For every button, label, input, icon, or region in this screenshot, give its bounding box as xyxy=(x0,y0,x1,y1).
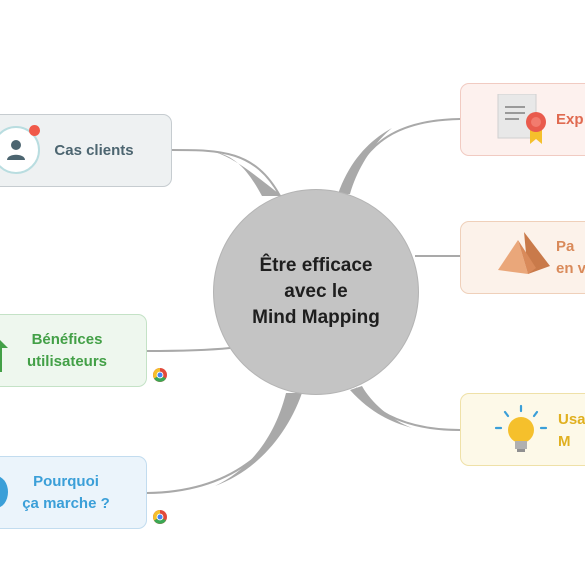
central-topic-title: Être efficace avec le Mind Mapping xyxy=(252,255,380,328)
chrome-icon[interactable] xyxy=(153,368,167,382)
arrow-up-icon xyxy=(0,328,14,377)
link-benefices xyxy=(146,347,231,352)
pyramid-icon xyxy=(496,230,550,287)
link-cas-clients-taper xyxy=(215,152,282,196)
pourquoi-ca-marche-label: Pourquoi ça marche ? xyxy=(22,473,110,512)
lightbulb-icon xyxy=(494,404,548,461)
central-topic[interactable]: Être efficace avec le Mind Mapping xyxy=(213,189,419,395)
branch-pourquoi-ca-marche[interactable] xyxy=(0,456,147,529)
cas-clients-label: Cas clients xyxy=(54,142,134,159)
notification-dot-icon xyxy=(29,125,40,136)
expertise-label: Exp xyxy=(556,111,584,128)
link-pourquoi-taper xyxy=(215,393,302,486)
certificate-icon xyxy=(496,93,550,151)
link-usages-taper xyxy=(350,386,412,428)
link-expertise-taper xyxy=(338,128,392,194)
chrome-icon[interactable] xyxy=(153,510,167,524)
benefices-utilisateurs-label: Bénéfices utilisateurs xyxy=(26,331,108,370)
circle-icon xyxy=(0,476,8,508)
branch-cas-clients[interactable] xyxy=(0,114,172,187)
link-cas-clients xyxy=(171,149,281,197)
branch-benefices-utilisateurs[interactable] xyxy=(0,314,147,387)
usages-label: Usa M xyxy=(558,411,585,450)
parcours-label: Pa en v xyxy=(556,238,585,277)
